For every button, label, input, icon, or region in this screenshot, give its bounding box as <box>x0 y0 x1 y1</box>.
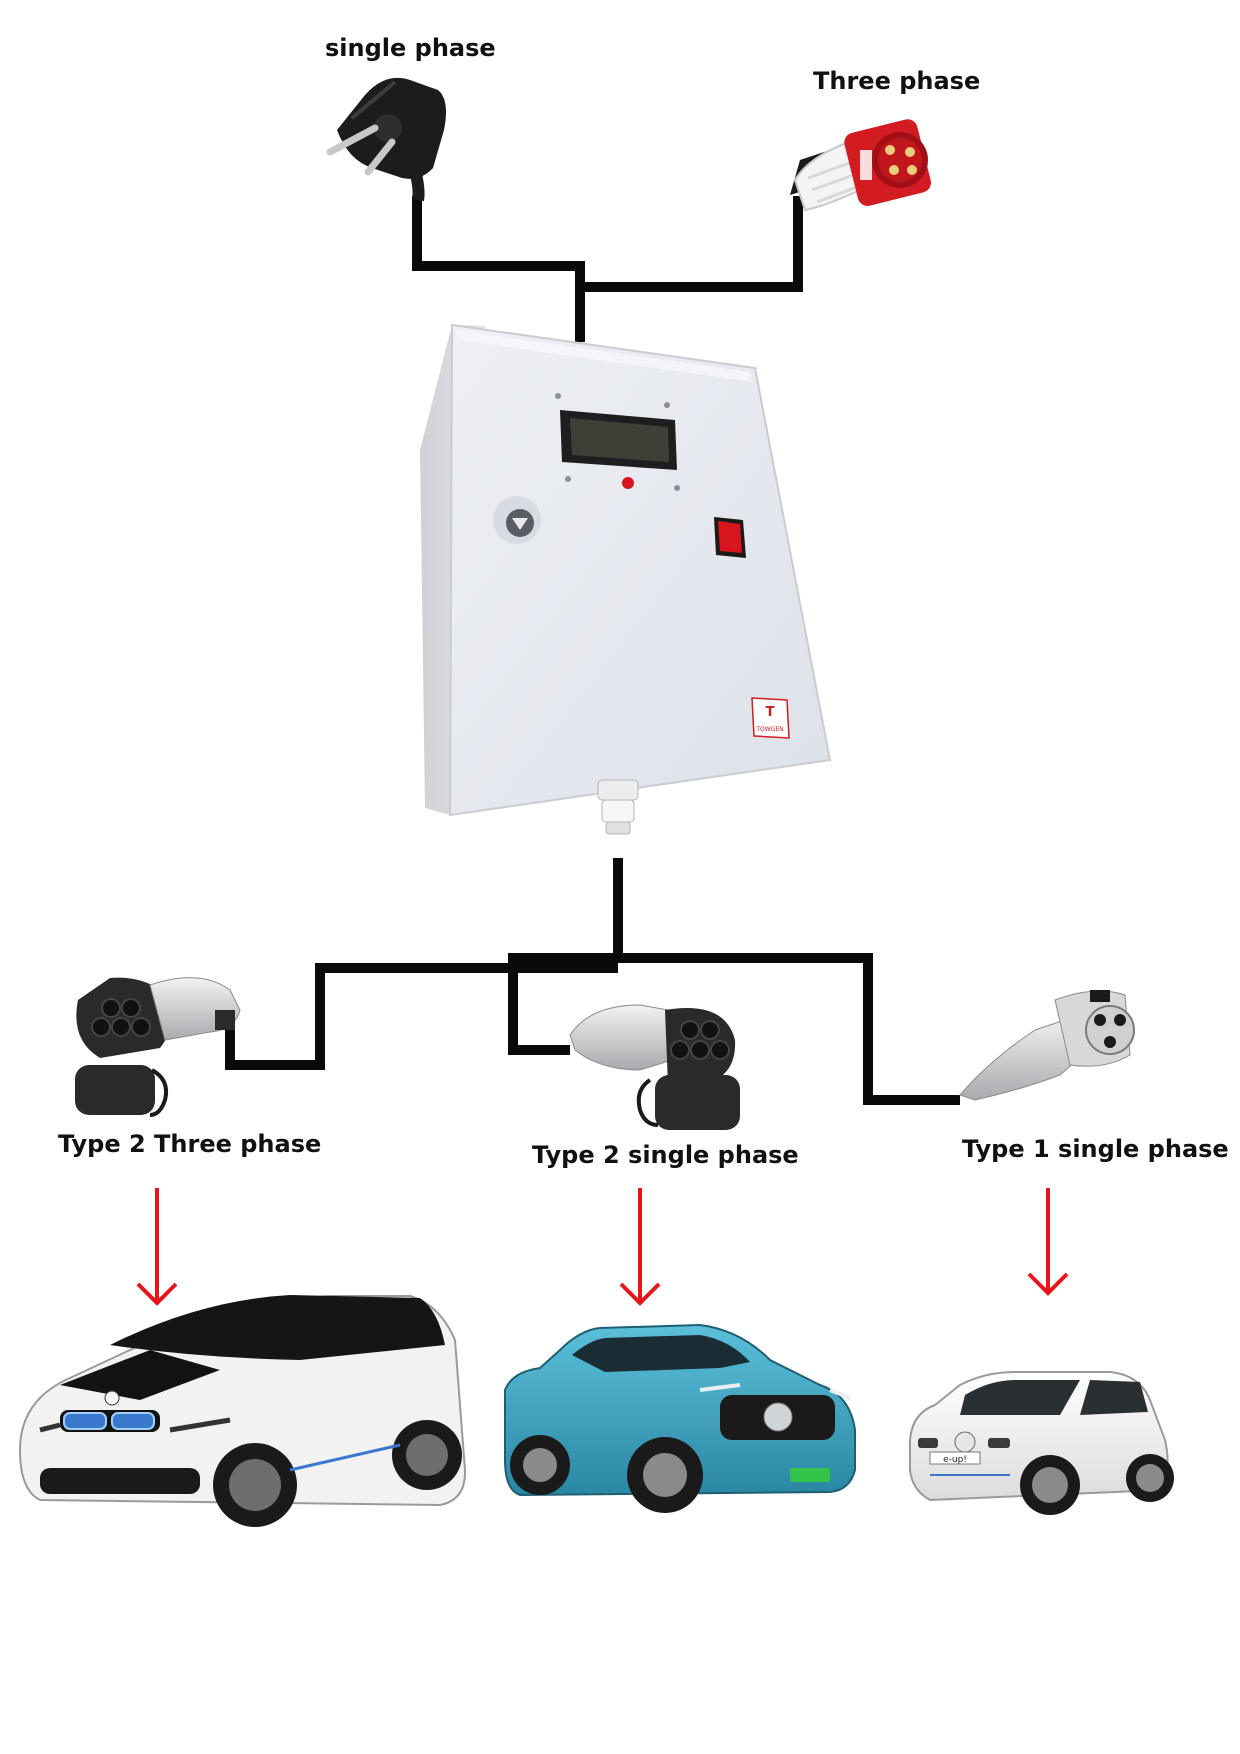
enclosure-front <box>448 323 832 817</box>
type2-three-phase-cable <box>225 963 618 1070</box>
type1-single-phase-label: Type 1 single phase <box>962 1135 1229 1163</box>
three-phase-cable <box>580 196 803 292</box>
cable-gland <box>597 779 639 835</box>
arrow-down-icon <box>619 1188 661 1306</box>
input-cables <box>412 196 803 342</box>
arrow-down-icon <box>1027 1188 1069 1296</box>
schuko-plug-icon <box>326 77 446 202</box>
industrial-three-phase-plug-icon <box>790 119 931 212</box>
type1-single-phase-cable <box>618 953 960 1105</box>
type2-three-phase-label: Type 2 Three phase <box>58 1130 322 1158</box>
status-led <box>622 477 634 489</box>
lcd-display <box>560 410 677 470</box>
single-phase-cable <box>412 196 585 342</box>
type1-single-phase-connector-icon <box>959 990 1135 1101</box>
car-bmw-i3 <box>18 1295 467 1527</box>
arrows <box>136 1188 1069 1306</box>
brand-logo: T TOWGEN <box>751 697 790 739</box>
svg-text:T: T <box>766 705 775 720</box>
car-mg-zs-ev <box>504 1323 856 1513</box>
three-phase-label: Three phase <box>813 67 981 95</box>
type2-single-phase-connector-icon <box>569 1004 740 1130</box>
type2-single-phase-cable <box>508 953 618 1055</box>
charger-enclosure: T TOWGEN <box>420 323 832 835</box>
svg-text:TOWGEN: TOWGEN <box>755 726 783 733</box>
power-switch <box>714 517 746 558</box>
car-vw-e-up: e-up! <box>908 1371 1174 1515</box>
single-phase-label: single phase <box>325 34 496 62</box>
output-cables <box>225 858 960 1105</box>
type2-three-phase-connector-icon <box>75 977 241 1117</box>
lock-button <box>493 496 541 544</box>
badge-text: e-up! <box>943 1455 967 1465</box>
type2-single-phase-label: Type 2 single phase <box>532 1141 799 1169</box>
arrow-down-icon <box>136 1188 178 1306</box>
